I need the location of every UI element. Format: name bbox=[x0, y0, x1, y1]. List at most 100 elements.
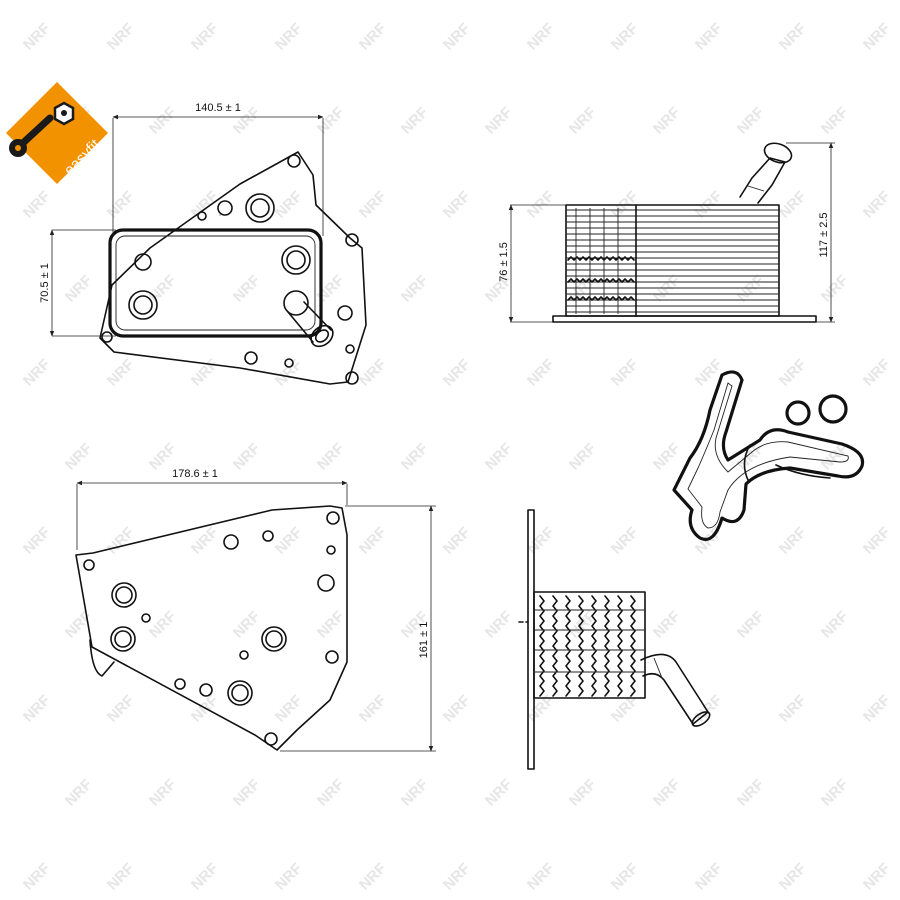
logo-diamond bbox=[6, 82, 108, 184]
watermark-text: NRF bbox=[272, 860, 306, 894]
watermark-text: NRF bbox=[62, 776, 96, 810]
base-port-outer bbox=[110, 626, 136, 652]
side-pipe-end bbox=[763, 142, 793, 164]
watermark-text: NRF bbox=[818, 608, 852, 642]
end-fin bbox=[617, 595, 623, 697]
watermark-text: NRF bbox=[104, 188, 138, 222]
base-mount-hole bbox=[326, 511, 340, 525]
base-hole bbox=[174, 678, 186, 690]
watermark-text: NRF bbox=[104, 356, 138, 390]
watermark-text: NRF bbox=[62, 272, 96, 306]
base-hole bbox=[262, 530, 274, 542]
base-port-inner bbox=[265, 630, 283, 648]
wave-row bbox=[567, 278, 635, 283]
cooler-body-outline bbox=[108, 228, 323, 338]
end-fin bbox=[552, 595, 558, 697]
watermark-text: NRF bbox=[314, 104, 348, 138]
base-hole bbox=[317, 574, 335, 592]
end-fin bbox=[604, 595, 610, 697]
watermark-text: NRF bbox=[440, 860, 474, 894]
watermark-text: NRF bbox=[104, 860, 138, 894]
end-body-outline bbox=[533, 591, 646, 699]
watermark-text: NRF bbox=[776, 860, 810, 894]
front-hole bbox=[345, 344, 355, 354]
base-width-label: 178.6 ± 1 bbox=[172, 468, 218, 480]
watermark-text: NRF bbox=[650, 440, 684, 474]
front-hole bbox=[217, 200, 233, 216]
gasket-inner bbox=[687, 382, 849, 529]
body-port-outer bbox=[128, 290, 158, 320]
easyfit-logo: easyfit bbox=[6, 82, 108, 184]
watermark-text: NRF bbox=[356, 524, 390, 558]
watermark-text: NRF bbox=[650, 272, 684, 306]
watermark-text: NRF bbox=[356, 860, 390, 894]
base-hole bbox=[141, 613, 151, 623]
watermark-text: NRF bbox=[188, 692, 222, 726]
base-port-outer bbox=[261, 626, 287, 652]
o-ring bbox=[818, 394, 848, 424]
base-hole bbox=[223, 534, 239, 550]
end-fin bbox=[578, 595, 584, 697]
pipe-end-bore bbox=[314, 329, 330, 343]
body-hole bbox=[134, 253, 152, 271]
watermark-text: NRF bbox=[482, 440, 516, 474]
body-port-outer bbox=[281, 245, 311, 275]
watermark-text: NRF bbox=[20, 692, 54, 726]
watermark-text: NRF bbox=[230, 608, 264, 642]
base-height-label: 161 ± 1 bbox=[418, 622, 430, 659]
base-port-outer bbox=[227, 680, 253, 706]
watermark-text: NRF bbox=[440, 524, 474, 558]
watermark-text: NRF bbox=[20, 524, 54, 558]
watermark-text: NRF bbox=[272, 692, 306, 726]
watermark-text: NRF bbox=[314, 776, 348, 810]
front-hole bbox=[284, 358, 294, 368]
watermark-text: NRF bbox=[482, 776, 516, 810]
pipe-base bbox=[283, 290, 309, 316]
base-port-outer bbox=[111, 582, 137, 608]
watermark-text: NRF bbox=[146, 776, 180, 810]
watermark-text: NRF bbox=[146, 608, 180, 642]
watermark-text: NRF bbox=[398, 776, 432, 810]
base-hole bbox=[199, 683, 213, 697]
watermark-text: NRF bbox=[734, 608, 768, 642]
base-mount-hole bbox=[83, 559, 95, 571]
front-port-ring-outer bbox=[245, 193, 275, 223]
front-mount-hole bbox=[345, 371, 359, 385]
watermark-text: NRF bbox=[524, 20, 558, 54]
watermark-text: NRF bbox=[734, 776, 768, 810]
front-height-label: 70.5 ± 1 bbox=[39, 263, 51, 303]
watermark-text: NRF bbox=[692, 524, 726, 558]
watermark-text: NRF bbox=[860, 356, 894, 390]
watermark-text: NRF bbox=[818, 272, 852, 306]
watermark-text: NRF bbox=[482, 608, 516, 642]
watermark-text: NRF bbox=[440, 356, 474, 390]
watermark-text: NRF bbox=[734, 104, 768, 138]
watermark-text: NRF bbox=[272, 20, 306, 54]
o-ring bbox=[785, 400, 811, 426]
base-lower-edge bbox=[89, 639, 115, 677]
body-port-inner bbox=[133, 295, 153, 315]
end-fin-stack bbox=[534, 595, 645, 697]
front-mount-hole bbox=[345, 233, 359, 247]
watermark-text: NRF bbox=[272, 356, 306, 390]
watermark-text: NRF bbox=[356, 20, 390, 54]
end-fin bbox=[565, 595, 571, 697]
watermark-text: NRF bbox=[608, 20, 642, 54]
watermark-text: NRF bbox=[650, 104, 684, 138]
end-fin bbox=[539, 595, 545, 697]
watermark-text: NRF bbox=[860, 692, 894, 726]
side-total-height-label: 117 ± 2.5 bbox=[818, 213, 830, 258]
watermark-text: NRF bbox=[188, 20, 222, 54]
pipe-end bbox=[310, 324, 334, 348]
watermark-text: NRF bbox=[356, 356, 390, 390]
watermark-text: NRF bbox=[272, 188, 306, 222]
watermark-text: NRF bbox=[566, 104, 600, 138]
watermark-text: NRF bbox=[692, 356, 726, 390]
watermark-text: NRF bbox=[356, 188, 390, 222]
watermark-text: NRF bbox=[104, 524, 138, 558]
watermark-text: NRF bbox=[62, 440, 96, 474]
watermark-text: NRF bbox=[776, 188, 810, 222]
watermark-text: NRF bbox=[524, 692, 558, 726]
watermark-text: NRF bbox=[230, 776, 264, 810]
